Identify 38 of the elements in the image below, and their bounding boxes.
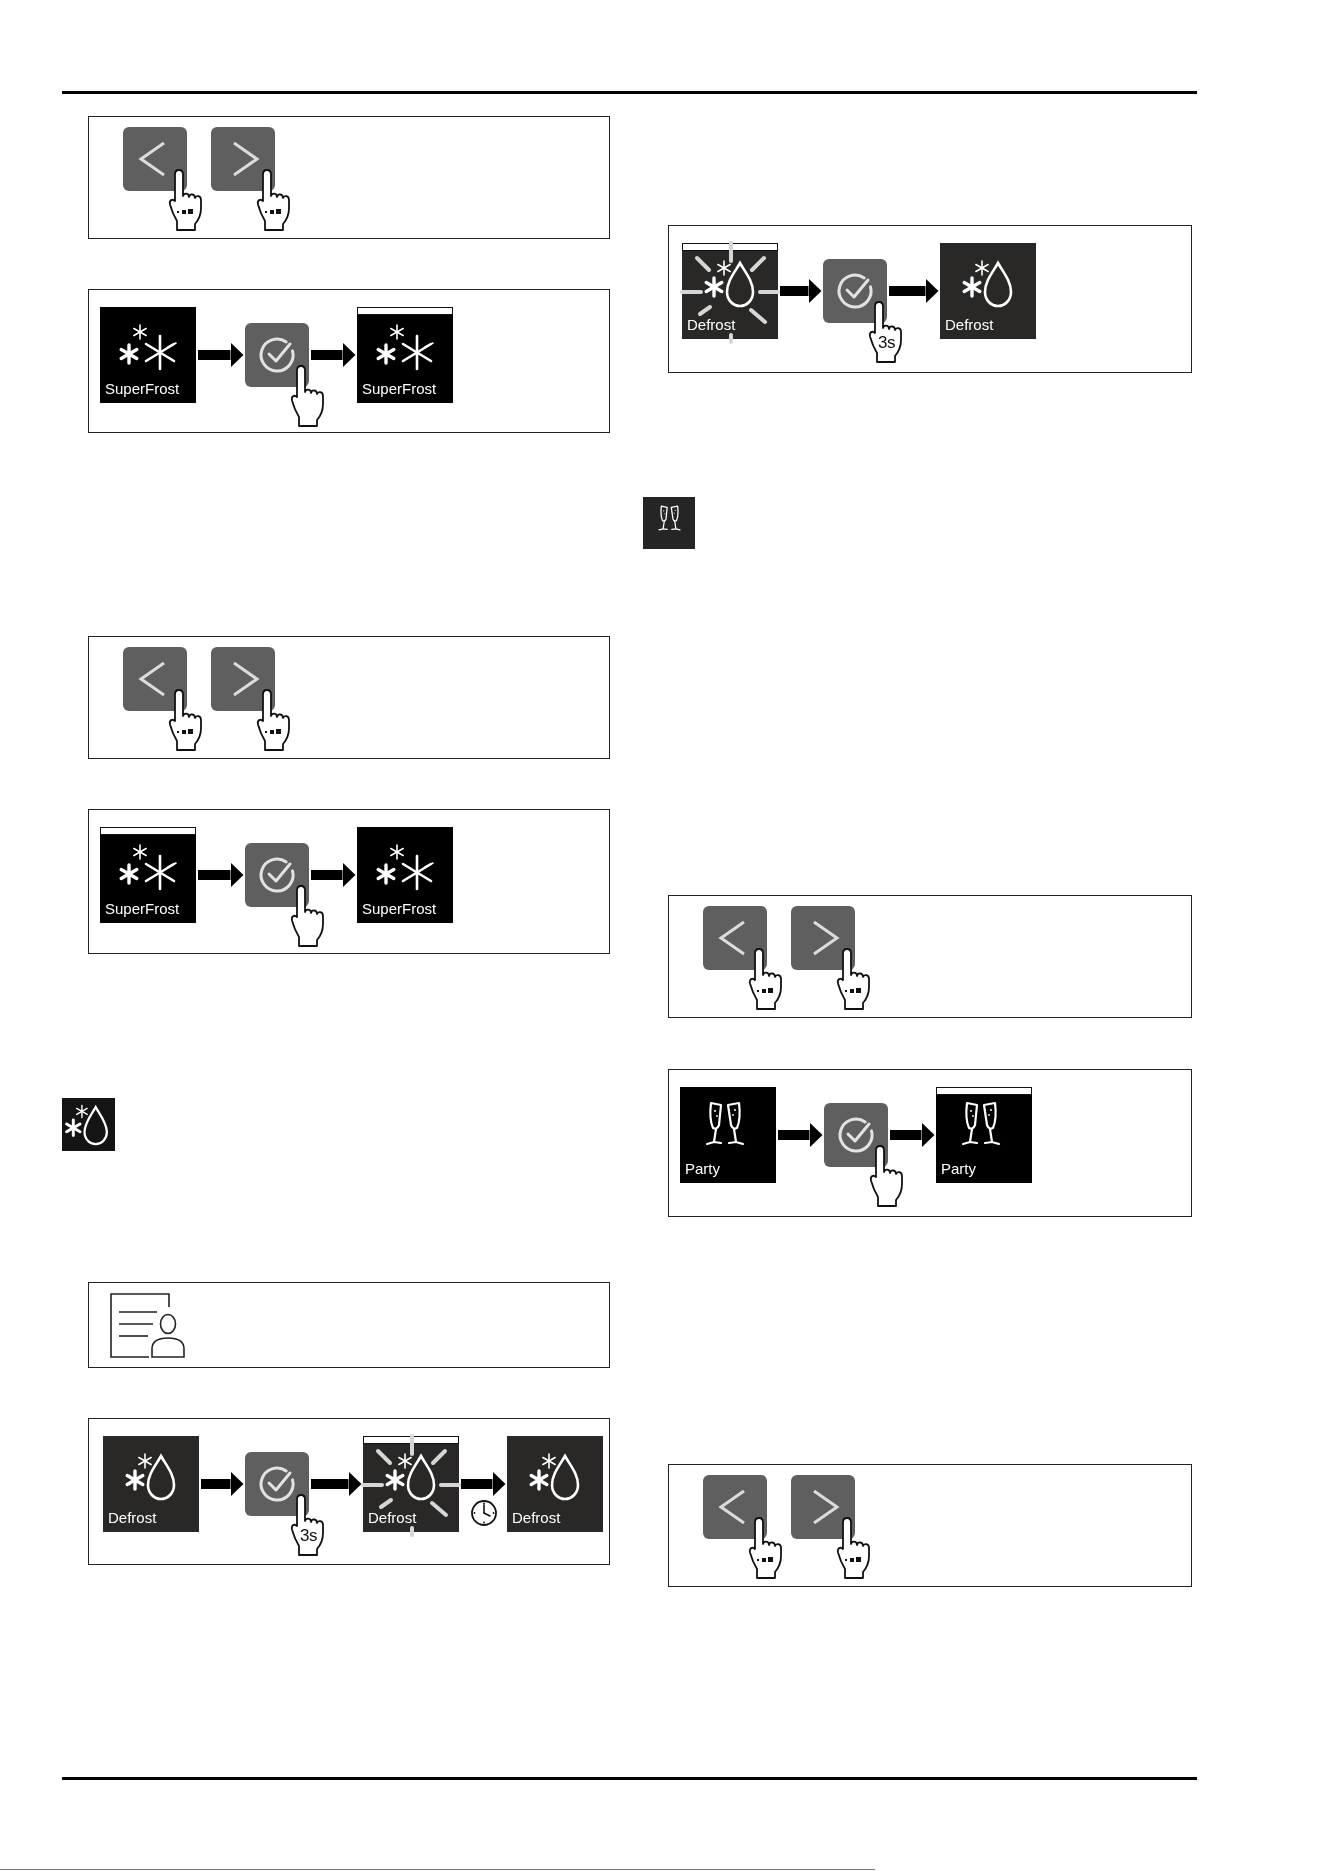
arrow	[311, 862, 356, 888]
mode-label: Defrost	[945, 317, 994, 333]
arrow	[890, 1122, 935, 1148]
arrow	[889, 278, 939, 304]
display-tile	[507, 1436, 603, 1532]
hold-time-label: 3s	[878, 334, 895, 351]
confirm-button	[245, 1452, 309, 1516]
mode-label: Party	[941, 1161, 976, 1177]
display-tile	[100, 827, 196, 923]
mode-label: Party	[685, 1161, 720, 1177]
mode-label: SuperFrost	[362, 901, 437, 917]
display-tile	[680, 1087, 776, 1183]
display-tile	[357, 827, 453, 923]
arrow	[311, 342, 356, 368]
arrow	[201, 1471, 244, 1497]
display-tile	[100, 307, 196, 403]
mode-label: Defrost	[512, 1510, 561, 1526]
display-tile	[936, 1087, 1032, 1183]
display-tile	[103, 1436, 199, 1532]
confirm-button	[823, 259, 887, 323]
mode-label: SuperFrost	[105, 381, 180, 397]
hold-time-label: 3s	[300, 1527, 317, 1544]
display-tile	[940, 243, 1036, 339]
mode-label: SuperFrost	[105, 901, 180, 917]
confirm-button	[824, 1103, 888, 1167]
mode-label: Defrost	[368, 1510, 417, 1526]
mode-label: Defrost	[687, 317, 736, 333]
arrow	[461, 1471, 506, 1497]
display-tile	[357, 307, 453, 403]
arrow	[198, 342, 244, 368]
arrow	[311, 1471, 362, 1497]
mode-label: SuperFrost	[362, 381, 437, 397]
arrow	[778, 1122, 823, 1148]
arrow	[198, 862, 244, 888]
confirm-button	[245, 323, 309, 387]
mode-label: Defrost	[108, 1510, 157, 1526]
confirm-button	[245, 843, 309, 907]
arrow	[780, 278, 822, 304]
